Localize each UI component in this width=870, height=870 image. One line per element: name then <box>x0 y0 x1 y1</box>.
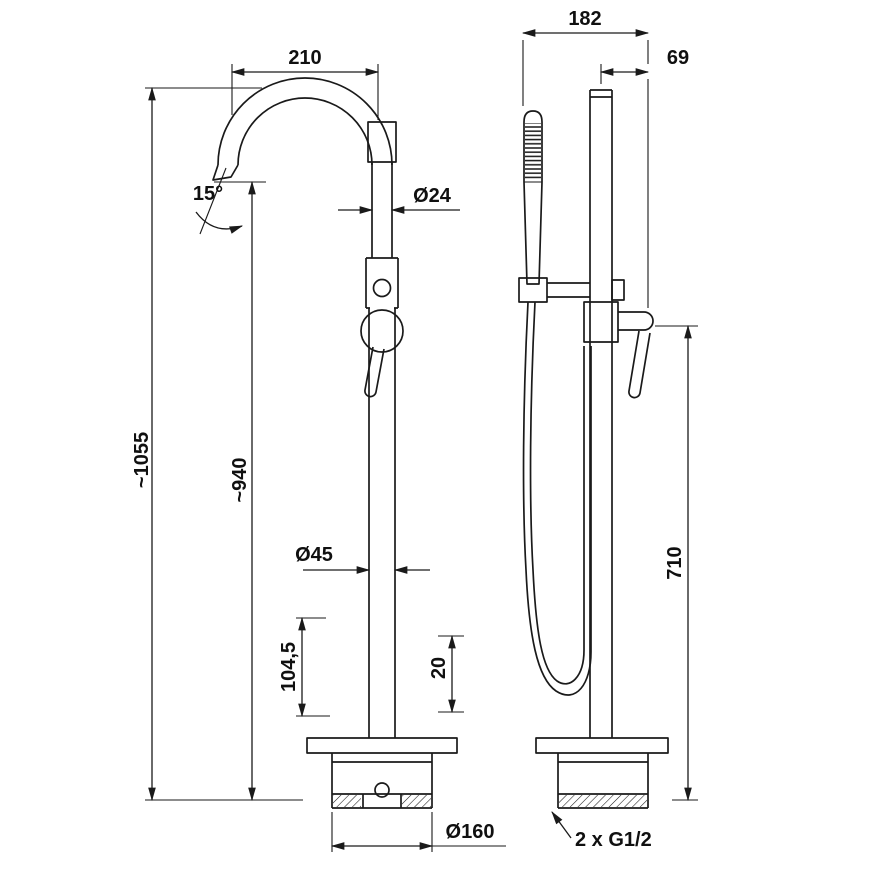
column <box>368 308 396 738</box>
front-dimensions: 210 15° Ø24 ~1055 ~940 Ø45 <box>131 47 506 852</box>
dim-spout-height: ~940 <box>214 180 266 802</box>
spout-outline <box>212 77 393 181</box>
side-mixer-body <box>583 301 619 343</box>
base-hatching-front-right <box>402 795 431 807</box>
base-hatching-side <box>559 795 647 807</box>
dim-flange-thickness-label: 20 <box>428 657 450 679</box>
spout-connector-block <box>367 121 397 163</box>
handshower-holder <box>518 277 590 303</box>
dim-column-diameter: Ø45 <box>295 544 430 574</box>
dim-handle-offset-label: 69 <box>667 47 689 69</box>
dim-flange-thickness: 20 <box>428 634 464 714</box>
base-hatching-front-left <box>333 795 361 807</box>
dim-spout-reach-label: 210 <box>288 47 321 69</box>
dim-overall-depth-label: 182 <box>568 8 601 30</box>
side-lever <box>618 311 654 399</box>
dim-base-diameter-label: Ø160 <box>446 821 495 843</box>
dim-lower-section-extensions <box>296 617 330 717</box>
dim-column-diameter-label: Ø45 <box>295 544 333 566</box>
mixer-lever <box>364 346 385 398</box>
label-connection-thread: 2 x G1/2 <box>551 811 652 851</box>
dim-handle-offset: 69 <box>599 47 689 308</box>
valve-cartridge <box>360 309 404 353</box>
base-body-front <box>331 753 433 809</box>
dim-lower-section-height: 104,5 <box>278 616 330 718</box>
angle-arc-arrow <box>195 211 244 234</box>
dim-total-height: ~1055 <box>131 86 303 802</box>
dim-spout-angle: 15° <box>193 167 244 235</box>
dim-handle-height-label: 710 <box>664 546 686 579</box>
riser-pipe-upper <box>371 162 393 258</box>
base-screw <box>374 782 390 798</box>
dim-spout-angle-label: 15° <box>193 183 223 205</box>
mixer-body <box>365 257 399 309</box>
dim-handle-height: 710 <box>655 324 698 802</box>
shower-hose <box>522 301 592 696</box>
dim-handle-offset-extensions <box>600 64 649 308</box>
front-view <box>212 77 458 809</box>
dim-overall-depth: 182 <box>521 8 650 106</box>
handshower-grip-ribbing <box>525 123 541 179</box>
side-view <box>518 89 669 809</box>
handshower-wand-outline <box>523 110 543 285</box>
dim-total-height-extensions <box>145 87 303 801</box>
connection-thread-arrow <box>551 811 572 839</box>
diverter-knob <box>372 278 392 298</box>
side-column <box>589 89 613 738</box>
side-diverter-knob <box>611 279 625 301</box>
base-flange-front <box>306 737 458 754</box>
angle-axis-line <box>199 167 227 235</box>
dim-lower-section-label: 104,5 <box>278 642 300 692</box>
connection-thread-label: 2 x G1/2 <box>575 829 652 851</box>
dim-spout-diameter: Ø24 <box>338 185 460 214</box>
dim-base-diameter: Ø160 <box>330 812 506 852</box>
dim-spout-height-label: ~940 <box>229 457 251 502</box>
dim-spout-diameter-label: Ø24 <box>413 185 452 207</box>
base-body-side <box>557 753 649 809</box>
side-dimensions: 182 69 710 2 x G1/2 <box>521 8 698 851</box>
dim-overall-depth-extensions <box>522 40 649 106</box>
base-flange-side <box>535 737 669 754</box>
dim-total-height-label: ~1055 <box>131 432 153 488</box>
dim-spout-reach: 210 <box>230 47 380 120</box>
